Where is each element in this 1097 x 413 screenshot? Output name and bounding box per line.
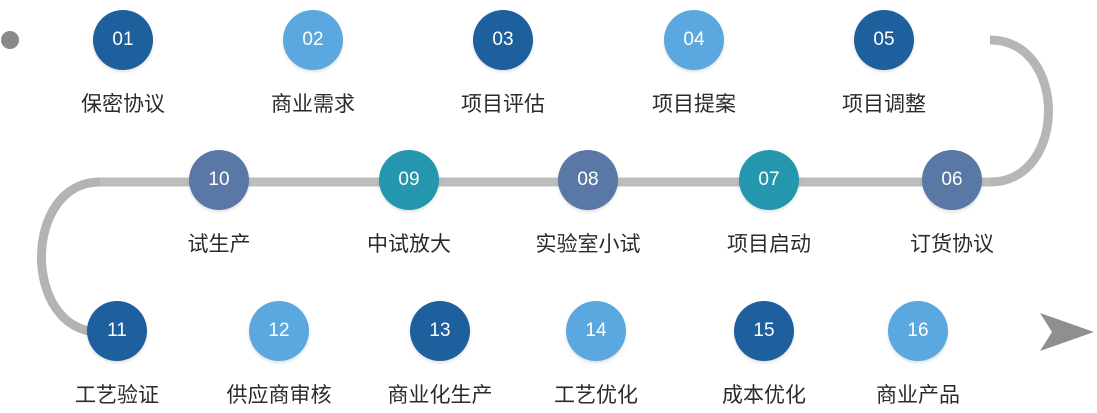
step-number-badge: 01: [93, 10, 153, 70]
step-label: 中试放大: [367, 232, 451, 256]
step-number-badge: 12: [249, 301, 309, 361]
step-label: 工艺优化: [554, 383, 638, 407]
step-number-badge: 08: [558, 150, 618, 210]
step-label: 项目启动: [727, 232, 811, 256]
connector-turn-right: [989, 35, 1053, 187]
step-label: 商业化生产: [387, 383, 493, 407]
step-number-badge: 15: [734, 301, 794, 361]
step-label: 供应商审核: [226, 383, 332, 407]
step-number-badge: 11: [87, 301, 147, 361]
step-label: 订货协议: [910, 232, 994, 256]
step-number-badge: 16: [888, 301, 948, 361]
step-number-badge: 06: [922, 150, 982, 210]
step-label: 保密协议: [81, 92, 165, 116]
step-label: 商业产品: [876, 383, 960, 407]
step-number-badge: 03: [473, 10, 533, 70]
step-label: 商业需求: [271, 92, 355, 116]
step-number-badge: 07: [739, 150, 799, 210]
step-label: 项目评估: [461, 92, 545, 116]
connector-turn-left: [37, 177, 101, 337]
step-number-badge: 09: [379, 150, 439, 210]
end-arrow-icon: [1040, 313, 1094, 351]
step-label: 工艺验证: [75, 383, 159, 407]
step-number-badge: 13: [410, 301, 470, 361]
step-label: 项目调整: [842, 92, 926, 116]
step-label: 成本优化: [722, 383, 806, 407]
step-number-badge: 14: [566, 301, 626, 361]
step-number-badge: 10: [189, 150, 249, 210]
step-number-badge: 04: [664, 10, 724, 70]
step-number-badge: 05: [854, 10, 914, 70]
step-label: 试生产: [187, 232, 251, 256]
start-dot: [1, 31, 19, 49]
step-label: 项目提案: [652, 92, 736, 116]
step-number-badge: 02: [283, 10, 343, 70]
step-label: 实验室小试: [535, 232, 641, 256]
